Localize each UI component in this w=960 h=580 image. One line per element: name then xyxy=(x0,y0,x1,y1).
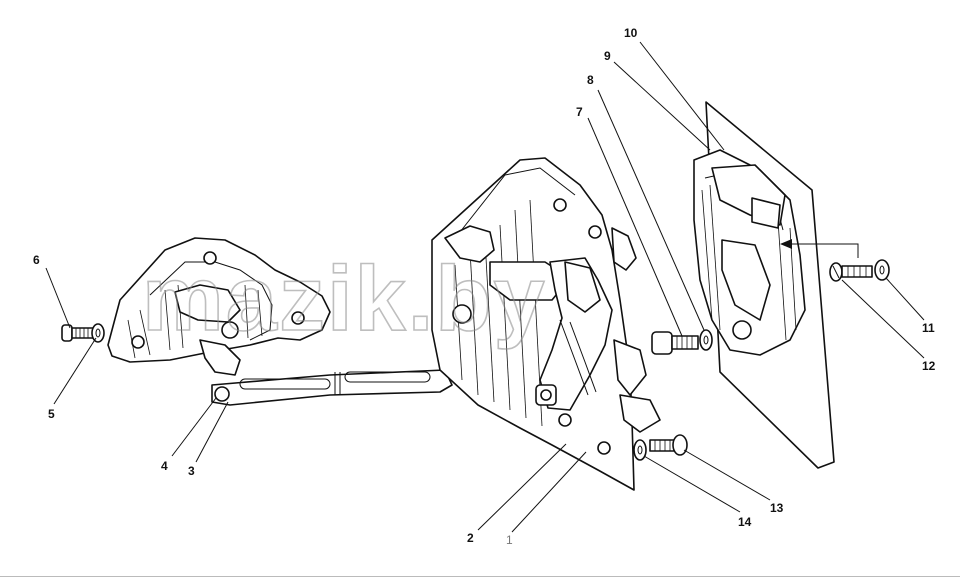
callout-11: 11 xyxy=(922,321,935,335)
callout-6: 6 xyxy=(33,253,40,267)
callout-9: 9 xyxy=(604,49,611,63)
washer-14 xyxy=(633,439,647,461)
leader-lines xyxy=(45,41,925,533)
callout-5: 5 xyxy=(48,407,55,421)
center-lock-plate xyxy=(431,157,661,491)
callout-13: 13 xyxy=(770,501,784,515)
bottom-divider xyxy=(0,576,960,577)
callout-7: 7 xyxy=(576,105,583,119)
bolt-13 xyxy=(649,434,688,456)
washer-8 xyxy=(699,329,713,351)
washer-5 xyxy=(91,323,105,343)
screw-7 xyxy=(651,331,699,355)
assembly-arrow xyxy=(780,239,859,258)
callout-labels: 1 2 3 4 5 6 7 8 9 10 11 12 13 14 xyxy=(33,26,936,547)
bolt-6 xyxy=(61,324,95,342)
callout-4: 4 xyxy=(161,459,168,473)
watermark-text: mazik.by xyxy=(142,248,547,350)
screw-12 xyxy=(829,262,873,282)
callout-8: 8 xyxy=(587,73,594,87)
washer-11 xyxy=(874,259,890,281)
callout-1: 1 xyxy=(506,533,513,547)
callout-14: 14 xyxy=(738,515,752,529)
striker-plate xyxy=(693,101,835,469)
callout-12: 12 xyxy=(922,359,936,373)
callout-2: 2 xyxy=(467,531,474,545)
left-hinge-bracket xyxy=(107,237,331,376)
callout-3: 3 xyxy=(188,464,195,478)
callout-10: 10 xyxy=(624,26,638,40)
